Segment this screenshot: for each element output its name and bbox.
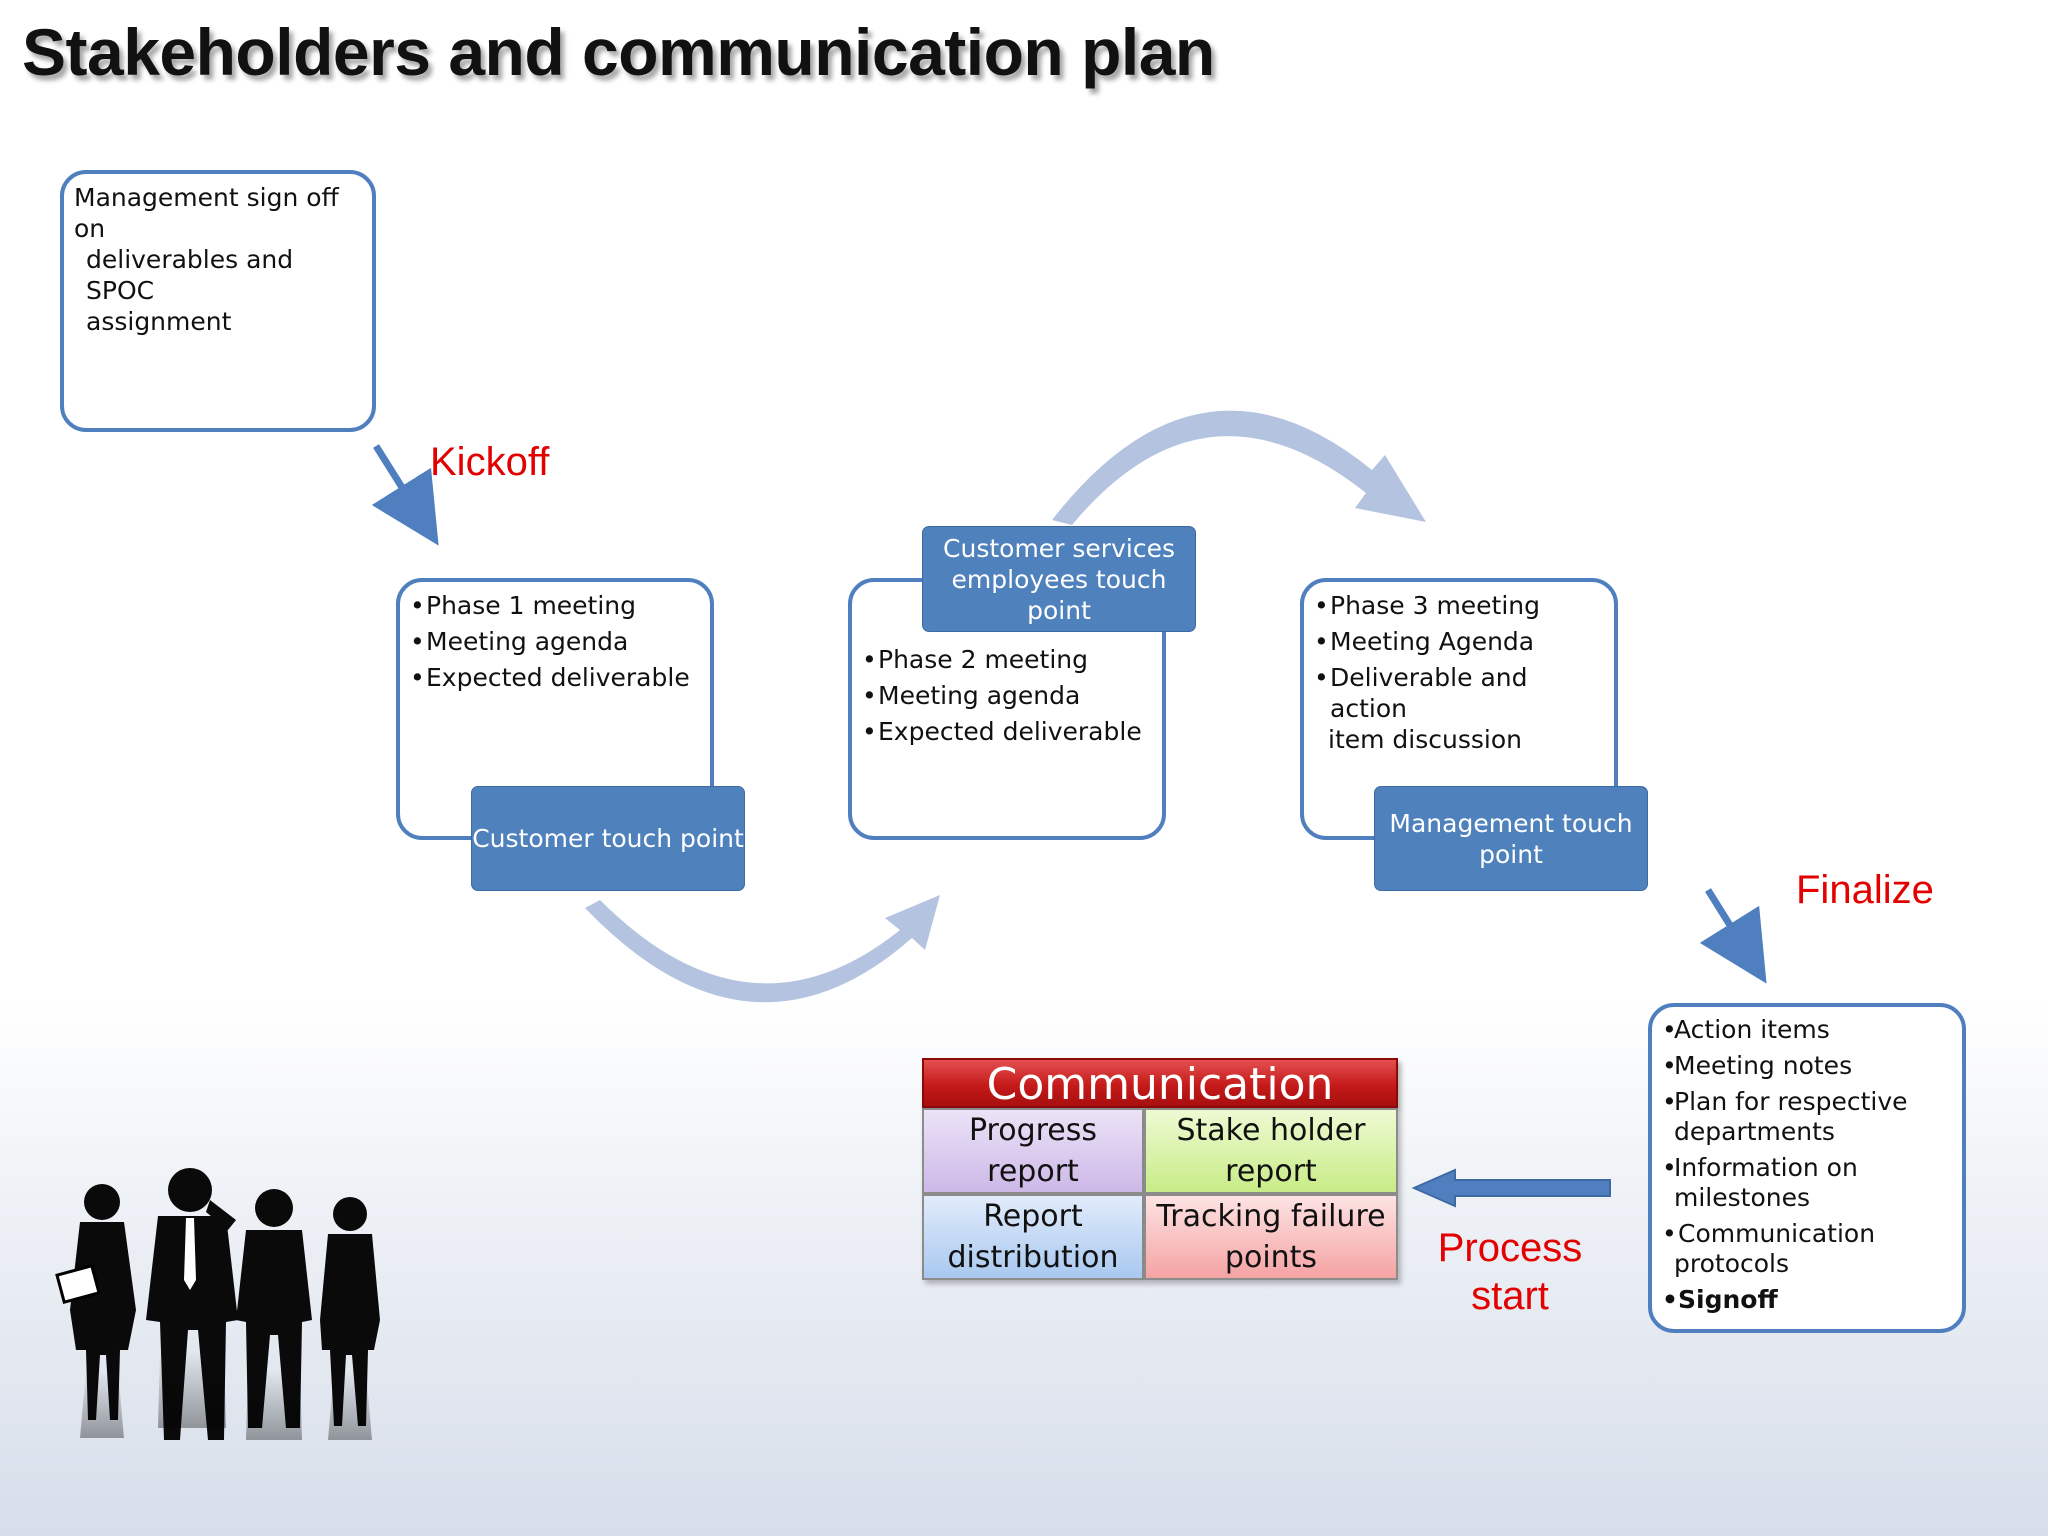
finalize-arrow-icon (1699, 888, 1767, 984)
tag-line: point (1479, 839, 1543, 869)
list-item: •Action items (1662, 1015, 1830, 1044)
report-distribution-cell: Report distribution (922, 1194, 1144, 1280)
list-item-continuation: protocols (1674, 1249, 1790, 1278)
progress-report-cell: Progress report (922, 1108, 1144, 1194)
cell-line: points (1224, 1240, 1318, 1275)
management-touch-point-tag: Management touch point (1374, 786, 1648, 891)
cell-line: Progress (968, 1113, 1098, 1148)
mgmt-line-3: assignment (86, 307, 232, 336)
tag-line: Management touch (1389, 808, 1633, 838)
list-item: Deliverable and action (1314, 662, 1604, 724)
list-item: •Information on (1662, 1153, 1858, 1182)
list-item: Meeting agenda (862, 680, 1152, 711)
final-actions-box: •Action items •Meeting notes •Plan for r… (1648, 1003, 1966, 1333)
cell-line: Tracking failure (1156, 1199, 1386, 1234)
tag-label: Customer touch point (472, 824, 744, 853)
list-item: Phase 3 meeting (1314, 590, 1604, 621)
list-item: Expected deliverable (410, 662, 700, 693)
mgmt-line-1: Management sign off on (74, 183, 339, 243)
process-start-arrow-icon (1411, 1168, 1611, 1208)
upper-arc-arrow-icon (1052, 410, 1426, 525)
list-item: •Signoff (1662, 1285, 1778, 1314)
tracking-failure-points-cell: Tracking failure points (1144, 1194, 1398, 1280)
list-item-continuation: item discussion (1328, 725, 1522, 754)
list-item: •Communication (1662, 1219, 1876, 1248)
process-start-label: Process start (1430, 1224, 1590, 1320)
tag-line: point (1027, 595, 1091, 625)
communication-header: Communication (922, 1058, 1398, 1110)
kickoff-arrow-icon (371, 444, 439, 546)
page-title: Stakeholders and communication plan (22, 15, 1215, 89)
list-item: Phase 2 meeting (862, 644, 1152, 675)
process-start-line-1: Process (1437, 1226, 1583, 1270)
customer-services-touch-point-tag: Customer services employees touch point (922, 526, 1196, 632)
finalize-label: Finalize (1796, 868, 1934, 912)
kickoff-label: Kickoff (430, 440, 550, 484)
tag-line: employees touch (951, 564, 1167, 594)
cell-line: Stake holder (1176, 1113, 1366, 1148)
list-item-continuation: departments (1674, 1117, 1835, 1146)
tag-line: Customer services (943, 533, 1175, 563)
stake-holder-report-cell: Stake holder report (1144, 1108, 1398, 1194)
customer-touch-point-tag: Customer touch point (471, 786, 745, 891)
management-signoff-box: Management sign off on deliverables and … (60, 170, 376, 432)
list-item-continuation: milestones (1674, 1183, 1810, 1212)
mgmt-line-2: deliverables and SPOC (86, 245, 294, 305)
list-item: Meeting agenda (410, 626, 700, 657)
cell-line: report (1225, 1154, 1317, 1189)
cell-line: distribution (947, 1240, 1119, 1275)
lower-arc-arrow-icon (585, 895, 940, 1003)
process-start-line-2: start (1471, 1274, 1549, 1318)
cell-line: Report (983, 1199, 1083, 1234)
list-item: Expected deliverable (862, 716, 1152, 747)
list-item: Phase 1 meeting (410, 590, 700, 621)
list-item: •Meeting notes (1662, 1051, 1853, 1080)
list-item: •Plan for respective (1662, 1087, 1908, 1116)
list-item: Meeting Agenda (1314, 626, 1604, 657)
business-people-silhouette (55, 1168, 380, 1440)
cell-line: report (987, 1154, 1079, 1189)
